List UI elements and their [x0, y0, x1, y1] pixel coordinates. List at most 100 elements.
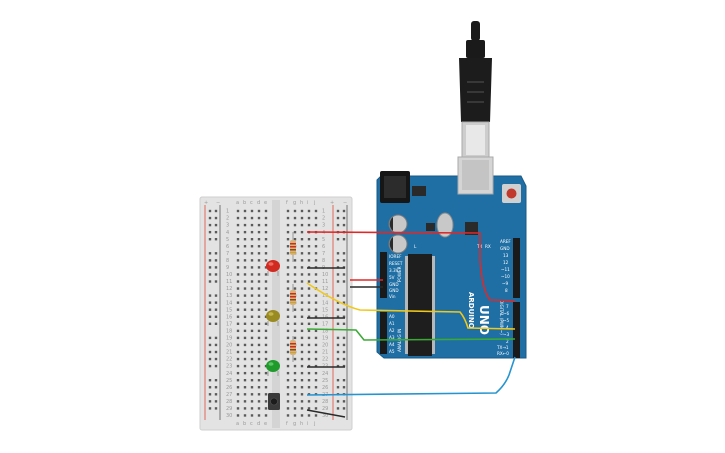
breadboard-hole[interactable]: [257, 230, 261, 234]
breadboard-hole[interactable]: [236, 350, 240, 354]
breadboard-hole[interactable]: [236, 371, 240, 375]
breadboard-hole[interactable]: [257, 379, 261, 382]
rail-hole[interactable]: [208, 322, 212, 325]
breadboard-hole[interactable]: [286, 223, 290, 227]
rail-hole[interactable]: [208, 273, 212, 276]
breadboard-hole[interactable]: [257, 259, 261, 262]
breadboard-hole[interactable]: [250, 245, 254, 248]
breadboard-hole[interactable]: [236, 280, 240, 283]
red-led[interactable]: [266, 260, 280, 276]
rail-hole[interactable]: [336, 252, 340, 255]
breadboard-hole[interactable]: [307, 280, 311, 283]
breadboard-hole[interactable]: [300, 322, 304, 325]
breadboard-hole[interactable]: [293, 414, 297, 417]
breadboard-hole[interactable]: [307, 287, 311, 290]
breadboard-hole[interactable]: [257, 329, 261, 333]
breadboard-hole[interactable]: [300, 223, 304, 227]
breadboard-hole[interactable]: [286, 322, 290, 325]
breadboard-hole[interactable]: [236, 301, 240, 304]
breadboard-hole[interactable]: [314, 357, 318, 361]
rail-hole[interactable]: [342, 315, 346, 318]
breadboard-hole[interactable]: [236, 209, 240, 213]
breadboard-hole[interactable]: [307, 400, 311, 403]
breadboard-hole[interactable]: [307, 252, 311, 255]
breadboard-hole[interactable]: [257, 273, 261, 276]
rail-hole[interactable]: [214, 294, 218, 297]
rail-hole[interactable]: [342, 343, 346, 347]
rail-hole[interactable]: [342, 336, 346, 340]
breadboard-hole[interactable]: [243, 209, 247, 213]
breadboard-hole[interactable]: [286, 230, 290, 234]
breadboard-hole[interactable]: [236, 379, 240, 382]
rail-hole[interactable]: [214, 343, 218, 347]
breadboard-hole[interactable]: [314, 223, 318, 227]
breadboard-hole[interactable]: [236, 230, 240, 234]
breadboard-hole[interactable]: [293, 400, 297, 403]
breadboard-hole[interactable]: [314, 386, 318, 389]
rail-hole[interactable]: [336, 273, 340, 276]
breadboard-hole[interactable]: [264, 322, 268, 325]
breadboard-hole[interactable]: [243, 400, 247, 403]
breadboard-hole[interactable]: [236, 216, 240, 220]
breadboard-hole[interactable]: [264, 315, 268, 318]
rail-hole[interactable]: [208, 336, 212, 340]
breadboard-hole[interactable]: [243, 350, 247, 354]
breadboard-hole[interactable]: [236, 414, 240, 417]
breadboard-hole[interactable]: [243, 301, 247, 304]
breadboard-hole[interactable]: [307, 357, 311, 361]
breadboard-hole[interactable]: [250, 252, 254, 255]
breadboard-hole[interactable]: [307, 308, 311, 311]
breadboard-hole[interactable]: [250, 259, 254, 262]
breadboard-hole[interactable]: [307, 386, 311, 389]
breadboard-hole[interactable]: [264, 386, 268, 389]
breadboard-hole[interactable]: [314, 301, 318, 304]
breadboard-hole[interactable]: [300, 266, 304, 269]
breadboard-hole[interactable]: [314, 216, 318, 220]
breadboard-hole[interactable]: [314, 209, 318, 213]
breadboard-hole[interactable]: [264, 266, 268, 269]
breadboard-hole[interactable]: [236, 223, 240, 227]
breadboard-hole[interactable]: [286, 252, 290, 255]
breadboard-hole[interactable]: [286, 336, 290, 340]
breadboard-hole[interactable]: [250, 209, 254, 213]
breadboard-hole[interactable]: [250, 357, 254, 361]
rail-hole[interactable]: [208, 379, 212, 382]
rail-hole[interactable]: [214, 407, 218, 410]
breadboard-hole[interactable]: [314, 294, 318, 297]
rail-hole[interactable]: [214, 315, 218, 318]
breadboard-hole[interactable]: [264, 287, 268, 290]
breadboard-hole[interactable]: [300, 315, 304, 318]
breadboard-hole[interactable]: [264, 336, 268, 340]
breadboard-hole[interactable]: [293, 371, 297, 375]
breadboard-hole[interactable]: [257, 371, 261, 375]
breadboard-hole[interactable]: [243, 252, 247, 255]
rail-hole[interactable]: [336, 216, 340, 220]
breadboard-hole[interactable]: [300, 407, 304, 410]
breadboard-hole[interactable]: [243, 393, 247, 396]
rail-hole[interactable]: [208, 259, 212, 262]
breadboard-hole[interactable]: [307, 364, 311, 368]
breadboard-hole[interactable]: [236, 393, 240, 396]
breadboard-hole[interactable]: [293, 238, 297, 241]
breadboard-hole[interactable]: [264, 357, 268, 361]
breadboard-hole[interactable]: [314, 400, 318, 403]
breadboard-hole[interactable]: [307, 245, 311, 248]
breadboard-hole[interactable]: [243, 273, 247, 276]
breadboard-hole[interactable]: [307, 259, 311, 262]
rail-hole[interactable]: [342, 252, 346, 255]
rail-hole[interactable]: [342, 400, 346, 403]
rail-hole[interactable]: [208, 393, 212, 396]
breadboard-hole[interactable]: [264, 371, 268, 375]
reset-button[interactable]: [506, 188, 517, 199]
breadboard-hole[interactable]: [236, 336, 240, 340]
breadboard-hole[interactable]: [307, 223, 311, 227]
breadboard-hole[interactable]: [286, 259, 290, 262]
breadboard-hole[interactable]: [264, 252, 268, 255]
breadboard-hole[interactable]: [250, 223, 254, 227]
rail-hole[interactable]: [336, 386, 340, 389]
rail-hole[interactable]: [336, 308, 340, 311]
breadboard-hole[interactable]: [293, 336, 297, 340]
rail-hole[interactable]: [342, 280, 346, 283]
breadboard-hole[interactable]: [300, 308, 304, 311]
breadboard-hole[interactable]: [307, 238, 311, 241]
